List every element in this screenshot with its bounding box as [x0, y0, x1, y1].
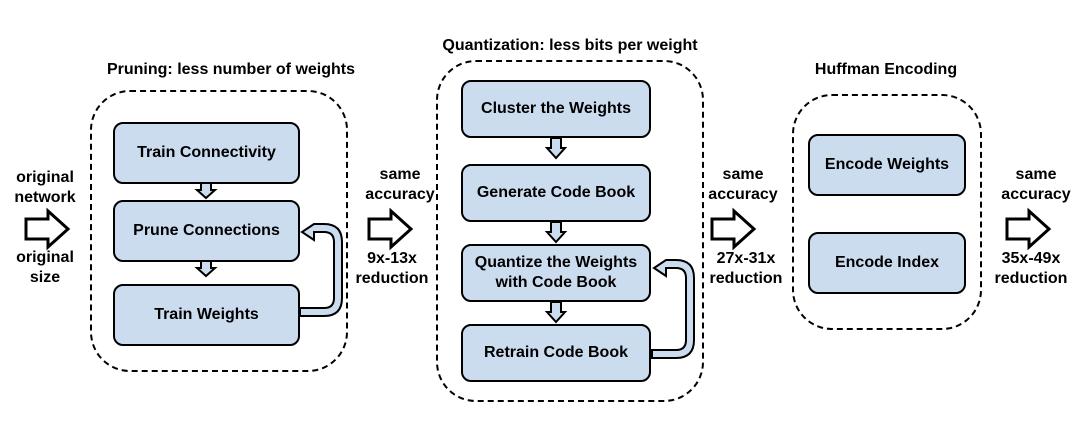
pruning-stage-frame: [90, 90, 348, 372]
step-quantize-weights: Quantize the Weights with Code Book: [461, 244, 651, 302]
step-cluster-weights: Cluster the Weights: [461, 80, 651, 138]
step-encode-index: Encode Index: [808, 232, 966, 294]
transition-reduction-label: 9x-13x reduction: [355, 250, 429, 287]
step-train-weights: Train Weights: [113, 284, 300, 346]
down-arrow: [544, 137, 568, 160]
huffman-output-arrow: [1005, 207, 1052, 251]
down-arrow: [544, 221, 568, 244]
input-arrow: [24, 207, 71, 251]
prune-feedback-loop: [299, 223, 343, 317]
quantization-stage-frame: [436, 60, 704, 402]
step-encode-weights: Encode Weights: [808, 134, 966, 196]
pruning-output-arrow: [367, 207, 414, 251]
quantization-output-arrow: [710, 207, 757, 251]
transition-accuracy-label: same accuracy: [1001, 166, 1071, 203]
step-retrain-code-book: Retrain Code Book: [461, 324, 651, 382]
step-generate-code-book: Generate Code Book: [461, 164, 651, 222]
transition-reduction-label: 27x-31x reduction: [709, 250, 783, 287]
input-network-label: original network: [14, 169, 76, 206]
pruning-stage-title: Pruning: less number of weights: [106, 61, 356, 78]
huffman-stage-title: Huffman Encoding: [814, 61, 958, 78]
input-size-label: original size: [16, 249, 74, 286]
step-train-connectivity: Train Connectivity: [113, 122, 300, 184]
transition-accuracy-label: same accuracy: [365, 166, 435, 203]
transition-reduction-label: 35x-49x reduction: [994, 250, 1068, 287]
quantization-stage-title: Quantization: less bits per weight: [442, 37, 698, 54]
quantize-feedback-loop: [651, 259, 695, 359]
step-prune-connections: Prune Connections: [113, 200, 300, 262]
down-arrow: [544, 301, 568, 324]
transition-accuracy-label: same accuracy: [708, 166, 778, 203]
huffman-stage-frame: [792, 94, 982, 330]
